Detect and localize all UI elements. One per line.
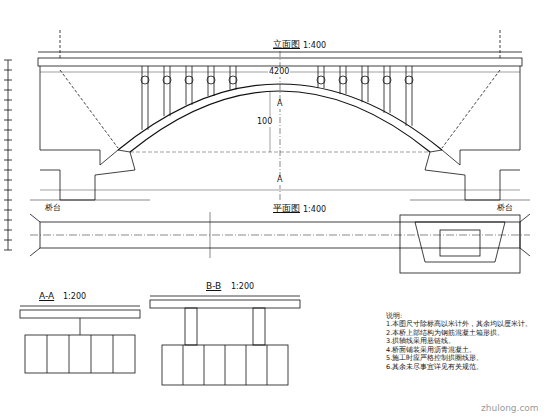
note-line: 6.其余未尽事宜详见有关规范。 [386, 363, 554, 371]
scale: 1:400 [302, 206, 327, 215]
notes-heading: 说明: [386, 312, 554, 320]
dimension: 100 [256, 118, 273, 127]
note-line: 4.桥面铺装采用沥青混凝土。 [386, 346, 554, 354]
view-title: 立面图 [272, 40, 301, 50]
note-line: 1.本图尺寸除标高以米计外，其余均以厘米计。 [386, 320, 554, 328]
scale: 1:200 [230, 283, 255, 292]
scale: 1:200 [62, 293, 87, 302]
part-label: 桥台 [496, 204, 514, 213]
notes-block: 说明:1.本图尺寸除标高以米计外，其余均以厘米计。2.本桥上部结构为钢筋混凝土箱… [386, 312, 554, 371]
dimension: 4200 [268, 68, 290, 77]
note-line: 5.施工时应严格控制拱圈线形。 [386, 354, 554, 362]
note-line: 3.拱轴线采用悬链线。 [386, 337, 554, 345]
section-mark: A [276, 176, 283, 185]
note-line: 2.本桥上部结构为钢筋混凝土箱形拱。 [386, 329, 554, 337]
section-mark: A [276, 100, 283, 109]
section-title: B-B [205, 282, 222, 292]
part-label: 桥台 [44, 204, 62, 213]
watermark: zhulong.com [480, 404, 540, 414]
scale: 1:400 [302, 42, 327, 51]
section-title: A-A [38, 292, 55, 302]
view-title: 平面图 [272, 204, 301, 214]
